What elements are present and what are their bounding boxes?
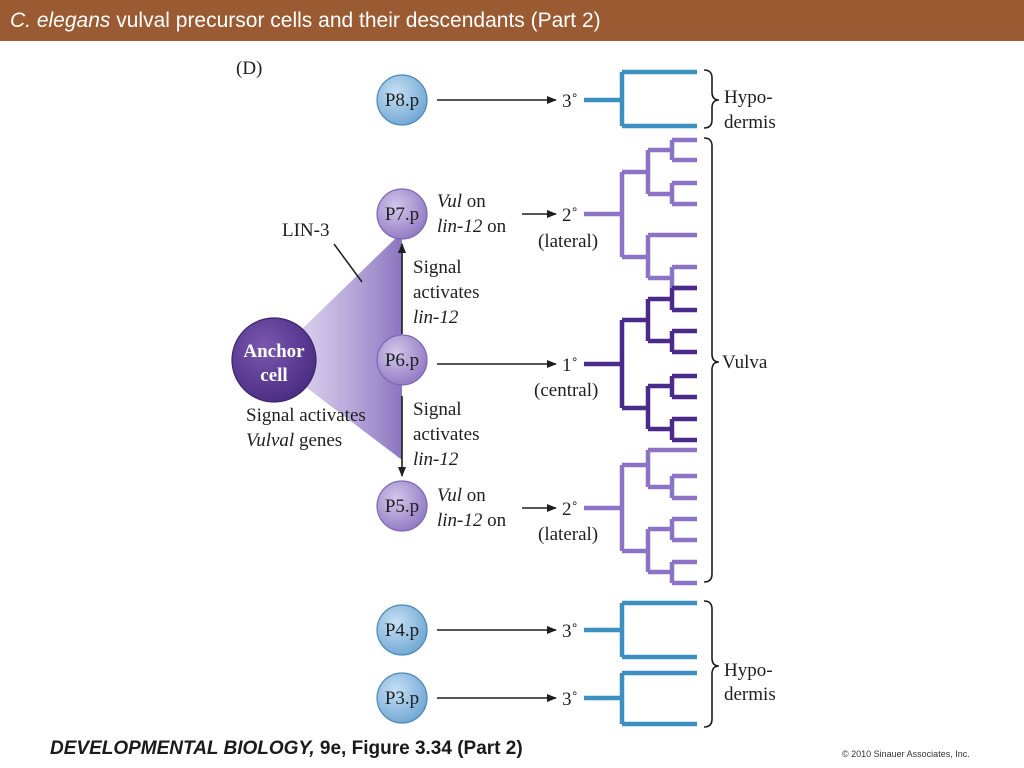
fate-p6-sub: (central) xyxy=(534,380,598,401)
cell-p4: P4.p xyxy=(376,604,428,656)
anchor-cell-circle xyxy=(231,317,317,403)
p5-vul-italic: Vul xyxy=(437,485,462,506)
p5-vul-rest: on xyxy=(462,485,486,506)
p7-vul-rest: on xyxy=(462,191,486,212)
cell-p5-label: P5.p xyxy=(385,496,419,517)
hypodermis-top-line-2: dermis xyxy=(724,112,776,133)
p7-lin-italic: lin-12 xyxy=(437,216,483,237)
anchor-cell-label-1: Anchor xyxy=(243,341,305,362)
signal-up-line-3: lin-12 xyxy=(413,307,459,328)
cell-p6-circle xyxy=(376,334,428,386)
fate-p6: 1˚ xyxy=(562,355,578,376)
title-species: C. elegans xyxy=(10,9,111,32)
anchor-cell-label-2: cell xyxy=(260,365,287,386)
lineage-p8 xyxy=(584,69,697,129)
cell-p6: P6.p xyxy=(376,334,428,386)
cell-p4-label: P4.p xyxy=(385,620,419,641)
signal-anchor-italic: Vulval xyxy=(246,430,294,451)
signal-anchor-line-1: Signal activates xyxy=(246,405,366,426)
signal-up-line-1: Signal xyxy=(413,257,462,278)
p5-lin-rest: on xyxy=(482,510,506,531)
lineage-p3 xyxy=(584,670,697,727)
signal-anchor-line-2: Vulval genes xyxy=(246,430,342,451)
cell-p3-circle xyxy=(376,672,428,724)
panel-letter: (D) xyxy=(236,58,262,79)
fate-p5-sub: (lateral) xyxy=(538,524,598,545)
cell-p5-circle xyxy=(376,480,428,532)
brace-hypodermis-top xyxy=(703,69,720,129)
p7-lin-note: lin-12 on xyxy=(437,216,507,237)
brace-vulva xyxy=(703,137,720,583)
lineage-p7 xyxy=(584,137,697,291)
lineage-p5 xyxy=(584,447,697,586)
cell-p7-circle xyxy=(376,188,428,240)
p7-vul-note: Vul on xyxy=(437,191,486,212)
cell-p3-label: P3.p xyxy=(385,688,419,709)
fate-p3: 3˚ xyxy=(562,689,578,710)
cell-p4-circle xyxy=(376,604,428,656)
hypodermis-bottom-line-2: dermis xyxy=(724,684,776,705)
cell-p6-label: P6.p xyxy=(385,350,419,371)
fate-p7-sub: (lateral) xyxy=(538,231,598,252)
signal-up-line-2: activates xyxy=(413,282,479,303)
lin3-label: LIN-3 xyxy=(282,220,329,241)
p7-vul-italic: Vul xyxy=(437,191,462,212)
copyright-notice: © 2010 Sinauer Associates, Inc. xyxy=(842,749,970,759)
fate-p4: 3˚ xyxy=(562,621,578,642)
cell-p7-label: P7.p xyxy=(385,204,419,225)
title-text: vulval precursor cells and their descend… xyxy=(110,9,601,32)
cell-p8-circle xyxy=(376,74,428,126)
book-title: DEVELOPMENTAL BIOLOGY, xyxy=(50,738,315,759)
lin3-leader-line xyxy=(333,243,363,283)
cell-p7: P7.p xyxy=(376,188,428,240)
cell-p3: P3.p xyxy=(376,672,428,724)
vulva-label: Vulva xyxy=(722,352,768,373)
p5-lin-note: lin-12 on xyxy=(437,510,507,531)
cell-p5: P5.p xyxy=(376,480,428,532)
anchor-cell: Anchor cell xyxy=(231,317,317,403)
lineage-p4 xyxy=(584,600,697,660)
slide-title-bar: C. elegans vulval precursor cells and th… xyxy=(0,0,1024,41)
signal-down-line-1: Signal xyxy=(413,399,462,420)
hypodermis-top-line-1: Hypo- xyxy=(724,87,773,108)
cell-p8: P8.p xyxy=(376,74,428,126)
hypodermis-bottom-line-1: Hypo- xyxy=(724,660,773,681)
lin3-signal-cone xyxy=(270,232,402,460)
fate-p5: 2˚ xyxy=(562,499,578,520)
fate-p7: 2˚ xyxy=(562,205,578,226)
p5-vul-note: Vul on xyxy=(437,485,486,506)
figure-source: DEVELOPMENTAL BIOLOGY, 9e, Figure 3.34 (… xyxy=(50,738,523,760)
lineage-p6 xyxy=(584,285,697,443)
signal-down-line-3: lin-12 xyxy=(413,449,459,470)
fate-p8: 3˚ xyxy=(562,91,578,112)
p5-lin-italic: lin-12 xyxy=(437,510,483,531)
cell-p8-label: P8.p xyxy=(385,90,419,111)
figure-number: 9e, Figure 3.34 (Part 2) xyxy=(314,738,523,759)
signal-down-line-2: activates xyxy=(413,424,479,445)
signal-anchor-rest: genes xyxy=(294,430,342,451)
slide-title: C. elegans vulval precursor cells and th… xyxy=(10,0,601,41)
brace-hypodermis-bottom xyxy=(703,600,720,728)
p7-lin-rest: on xyxy=(482,216,506,237)
